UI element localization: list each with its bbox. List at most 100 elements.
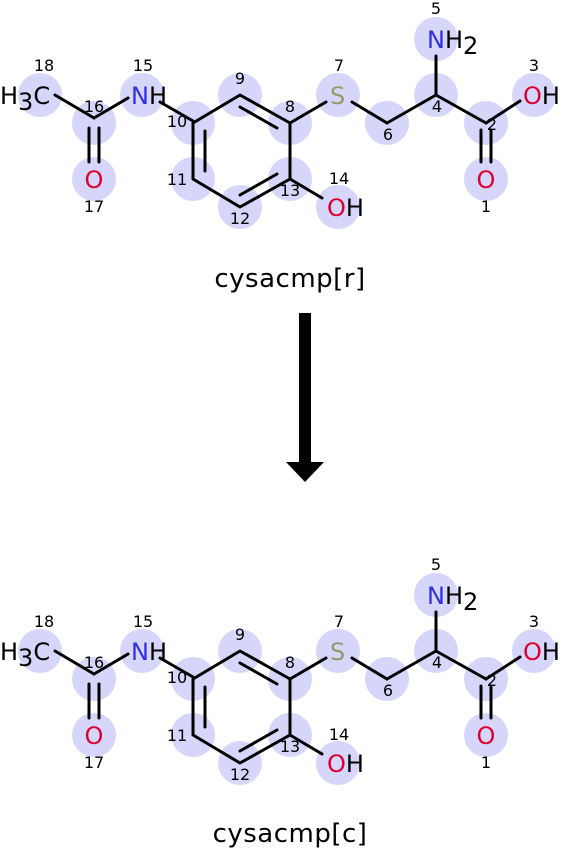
product-label-o3-part: O [523, 638, 542, 666]
product-label-s7-part: S [330, 638, 345, 666]
product-atom-number-11: 11 [167, 726, 187, 745]
reactant-bond-6-4 [385, 93, 438, 125]
product-highlight-1 [464, 713, 508, 757]
reactant-label-o17-part: O [85, 166, 104, 194]
reactant-highlight-7 [316, 73, 360, 117]
reactant-highlight-17 [72, 157, 116, 201]
reactant-label-n5-part: 2 [463, 32, 478, 60]
reactant-atom-number-16: 16 [84, 97, 104, 116]
reactant-atom-number-14: 14 [329, 169, 349, 188]
product-atom-number-1: 1 [481, 753, 491, 772]
product-label-c18: H3C [0, 638, 50, 672]
product-highlight-15 [120, 629, 164, 673]
product-bond-4-2 [434, 649, 488, 681]
product-atom-number-9: 9 [235, 625, 245, 644]
reactant-label-o14-part: O [327, 194, 346, 222]
reactant-bond-15-10 [158, 100, 195, 123]
product-atom-number-6: 6 [383, 681, 393, 700]
product-highlight-7 [316, 629, 360, 673]
product-bond-2-3 [484, 655, 522, 681]
reactant-atom-number-11: 11 [167, 170, 187, 189]
product-atom-number-4: 4 [432, 653, 442, 672]
reactant-label-o3: OH [523, 82, 560, 110]
product-highlight-3 [512, 629, 556, 673]
product-atom-number-2: 2 [487, 671, 497, 690]
reactant-atom-number-13: 13 [280, 181, 300, 200]
product-label-n15: NH [131, 638, 167, 666]
product-atom-number-15: 15 [133, 612, 153, 631]
product-atom-number-3: 3 [529, 612, 539, 631]
down-arrow [286, 313, 324, 482]
product-label-n5: NH2 [427, 582, 478, 616]
product-atom-number-10: 10 [167, 668, 187, 687]
reactant-label-o3-part: H [542, 82, 560, 110]
product-label-n15-part: N [131, 638, 149, 666]
product-label-o3-part: H [542, 638, 560, 666]
product-label-n5-part: 2 [463, 588, 478, 616]
reactant-bond-18-16 [53, 93, 96, 120]
product-label-c18-part: H [0, 638, 18, 666]
product-atom-number-18: 18 [34, 612, 54, 631]
product-label-o1: O [477, 722, 496, 750]
reactant-atom-number-6: 6 [383, 125, 393, 144]
product-atom-number-17: 17 [84, 753, 104, 772]
product-atom-number-8: 8 [285, 653, 295, 672]
reactant-highlight-15 [120, 73, 164, 117]
reactant-atom-number-4: 4 [432, 97, 442, 116]
product-atom-number-13: 13 [280, 737, 300, 756]
reactant-atom-number-17: 17 [84, 197, 104, 216]
product-label-n5-part: N [427, 582, 445, 610]
reactant-atom-number-8: 8 [285, 97, 295, 116]
reactant-atom-number-9: 9 [235, 69, 245, 88]
product-bond-13-12-inner [238, 728, 279, 753]
reactant-label-n5: NH2 [427, 26, 478, 60]
reactant-atom-number-2: 2 [487, 115, 497, 134]
reactant-atom-number-18: 18 [34, 56, 54, 75]
product-bond-16-15 [92, 652, 130, 676]
product-label-o14: OH [327, 750, 364, 778]
product-atom-number-7: 7 [334, 612, 344, 631]
reactant-label-c18-part: C [33, 82, 50, 110]
reactant-highlight-5 [414, 17, 458, 61]
reactant-bond-16-15 [92, 96, 130, 120]
reactant-atom-number-3: 3 [529, 56, 539, 75]
product-highlight-18 [18, 629, 62, 673]
product-atom-number-12: 12 [230, 765, 250, 784]
reactant-bond-9-8-inner [238, 105, 279, 130]
reactant-label-o3-part: O [523, 82, 542, 110]
reactant-atom-number-15: 15 [133, 56, 153, 75]
reactant-label-o17: O [85, 166, 104, 194]
reactant-bonds [53, 54, 522, 209]
product-atom-number-16: 16 [84, 653, 104, 672]
reactant-label-o1: O [477, 166, 496, 194]
product-atom-number-5: 5 [431, 555, 441, 574]
product-label-o14-part: H [346, 750, 364, 778]
reactant-label-o14: OH [327, 194, 364, 222]
reactant-bond-4-2 [434, 93, 488, 125]
product-label-o17-part: O [85, 722, 104, 750]
product-bond-6-4 [385, 649, 438, 681]
reactant-label-n5-part: N [427, 26, 445, 54]
product-label: cysacmp[c] [213, 819, 368, 849]
product-atom-number-14: 14 [329, 725, 349, 744]
reactant-label-n15-part: H [149, 82, 167, 110]
reactant-label: cysacmp[r] [214, 264, 365, 294]
reactant-label-c18: H3C [0, 82, 50, 116]
product-bond-18-16 [53, 649, 96, 676]
product-label-n15-part: H [149, 638, 167, 666]
reactant-label-o14-part: H [346, 194, 364, 222]
reactant-atom-number-1: 1 [481, 197, 491, 216]
reactant-atom-number-10: 10 [167, 112, 187, 131]
reactant-atom-number-5: 5 [431, 0, 441, 18]
reactant-label-c18-part: H [0, 82, 18, 110]
product-label-n5-part: H [445, 582, 463, 610]
reactant-bond-2-3 [484, 99, 522, 125]
reactant-bond-8-7 [288, 100, 328, 125]
